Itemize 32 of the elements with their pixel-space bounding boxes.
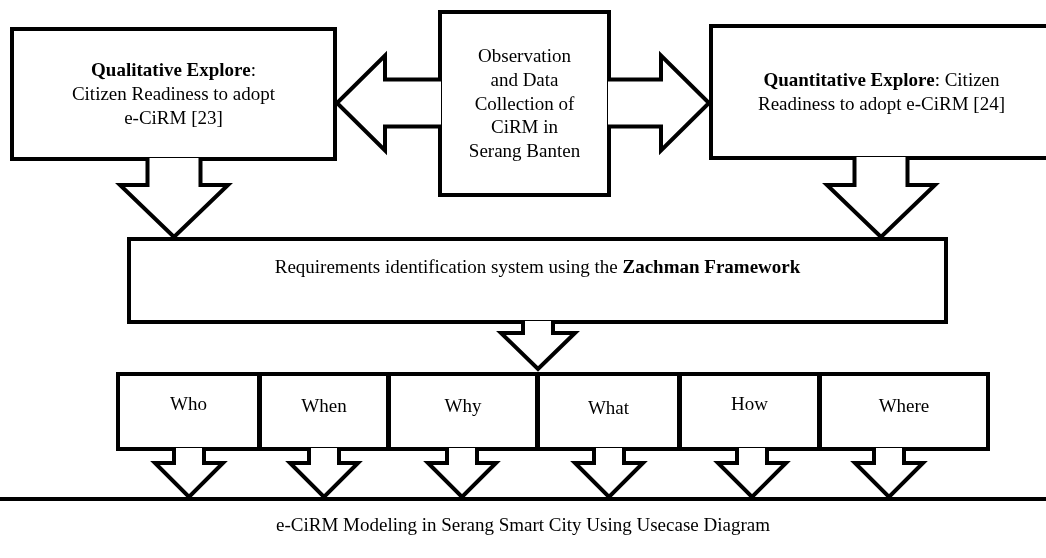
process-box [678, 372, 821, 451]
block-arrow [423, 446, 501, 500]
block-arrow [606, 50, 712, 156]
process-box [258, 372, 390, 451]
block-arrow [822, 155, 940, 240]
process-box [116, 372, 261, 451]
block-arrow [713, 446, 791, 500]
block-arrow [570, 446, 648, 500]
box-text: Observation and Data Collection of CiRM in Serang Banten [467, 44, 582, 163]
box-text: What [587, 396, 630, 420]
process-box [536, 372, 681, 451]
box-text: Who [170, 392, 207, 416]
block-arrow [150, 446, 228, 500]
process-box [438, 10, 611, 197]
box-text: When [301, 394, 347, 418]
block-arrow [496, 319, 580, 372]
process-box [709, 24, 1046, 160]
box-text: How [731, 392, 768, 416]
process-box [10, 27, 337, 161]
box-text: e-CiRM Modeling in Serang Smart City Using Usecase Diagram [276, 513, 770, 537]
block-arrow [850, 446, 928, 500]
box-text: Quantitative Explore: Citizen Readiness to adopt e-CiRM [24] [757, 68, 1006, 116]
block-arrow [285, 446, 363, 500]
block-arrow [115, 156, 233, 240]
block-arrow [334, 50, 443, 156]
box-text: Why [444, 394, 482, 418]
box-text: Where [878, 394, 930, 418]
process-box [387, 372, 539, 451]
box-text: Qualitative Explore: Citizen Readiness to adopt e-CiRM [23] [70, 58, 277, 130]
box-text: Requirements identification system using the Zachman Framework [274, 255, 801, 279]
process-box [127, 237, 948, 324]
process-box [818, 372, 990, 451]
